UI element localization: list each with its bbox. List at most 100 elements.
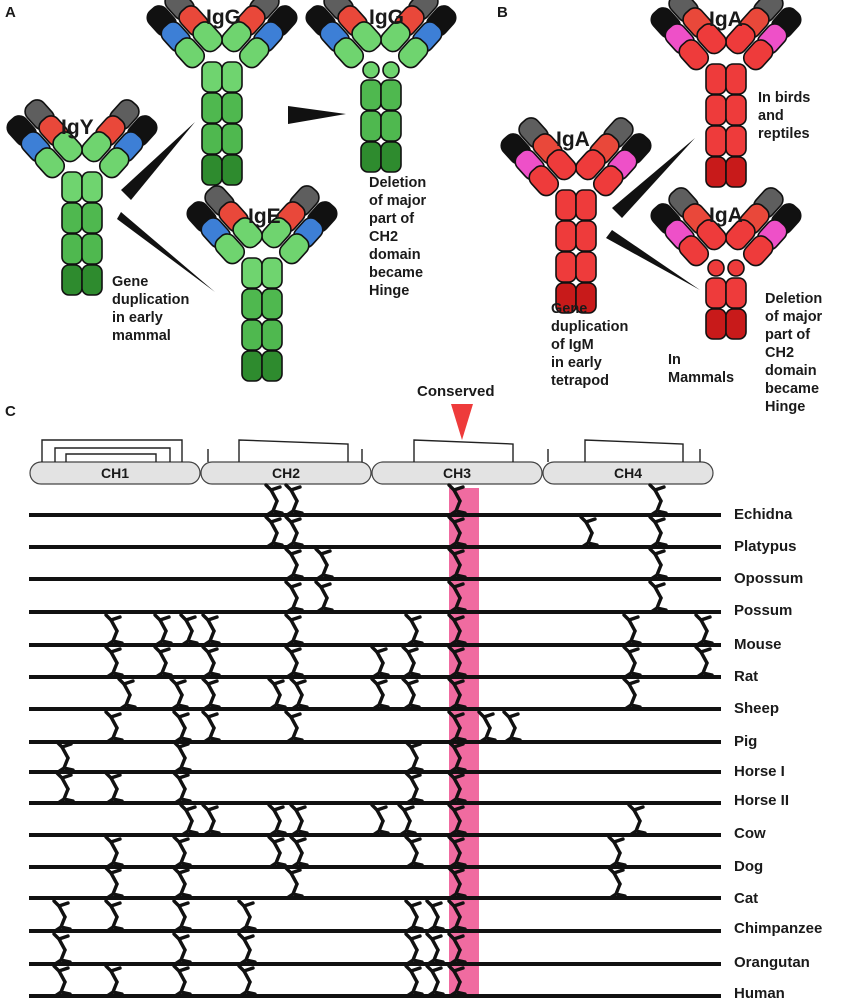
species-label: Platypus — [734, 538, 797, 555]
species-line — [29, 801, 721, 805]
glycan-mark — [314, 547, 334, 581]
glycan-mark — [172, 866, 192, 900]
glycan-mark — [237, 964, 257, 998]
birds-reptiles-note: In birds and reptiles — [758, 90, 811, 142]
glycan-mark — [267, 677, 287, 711]
ige-label: IgE — [248, 205, 281, 228]
glycan-mark — [447, 515, 467, 549]
species-label: Rat — [734, 668, 759, 685]
species-label: Mouse — [734, 636, 782, 653]
glycan-mark — [694, 645, 714, 679]
glycan-mark — [447, 899, 467, 933]
species-label: Horse I — [734, 763, 785, 780]
gene-duplication-note-b: Gene duplication of IgM in early tetrapo… — [551, 301, 629, 389]
glycan-mark — [648, 483, 668, 517]
species-line — [29, 994, 721, 998]
species-label: Echidna — [734, 506, 793, 523]
conserved-arrow — [451, 404, 473, 440]
igg-right-molecule — [305, 0, 457, 173]
glycan-mark — [172, 740, 192, 774]
glycan-mark — [289, 803, 309, 837]
glycan-mark — [447, 771, 467, 805]
glycan-mark — [172, 835, 192, 869]
glycan-mark — [201, 803, 221, 837]
glycan-mark — [447, 677, 467, 711]
glycan-mark — [425, 932, 445, 966]
arrow-wedge-iga-birds — [612, 138, 695, 218]
iga-top-label: IgA — [709, 8, 743, 31]
panel-b-letter: B — [497, 4, 508, 21]
glycan-mark — [284, 613, 304, 647]
species-label: Cow — [734, 825, 766, 842]
glycan-mark — [314, 580, 334, 614]
arrow-wedge-igy-to-igg — [121, 122, 195, 200]
glycan-mark — [622, 645, 642, 679]
glycan-mark — [397, 803, 417, 837]
glycan-mark — [104, 613, 124, 647]
igy-molecule — [6, 99, 158, 296]
glycan-mark — [447, 835, 467, 869]
glycan-mark — [201, 613, 221, 647]
domain-label-ch4: CH4 — [613, 465, 642, 481]
deletion-note-a: Deletion of major part of CH2 domain bec… — [369, 175, 427, 299]
glycan-mark — [172, 899, 192, 933]
glycan-mark — [52, 932, 72, 966]
domain-label-ch3: CH3 — [442, 465, 471, 481]
glycan-mark — [404, 932, 424, 966]
glycan-mark — [447, 580, 467, 614]
glycan-mark — [579, 515, 599, 549]
domain-label-ch2: CH2 — [271, 465, 300, 481]
species-line — [29, 896, 721, 900]
glycan-mark — [104, 771, 124, 805]
igg-right-label: IgG — [369, 6, 404, 29]
glycan-mark — [55, 740, 75, 774]
gene-duplication-note-a: Gene duplication in early mammal — [112, 274, 190, 344]
domain-block-ch1 — [29, 461, 201, 485]
glycan-mark — [237, 899, 257, 933]
glycan-mark — [607, 835, 627, 869]
arrow-wedge-igg-to-igg — [288, 106, 346, 124]
bracket-ch1-middle — [54, 447, 171, 462]
glycan-mark — [52, 964, 72, 998]
glycan-mark — [104, 899, 124, 933]
conserved-label: Conserved — [417, 383, 495, 400]
mammals-note: In Mammals — [668, 352, 735, 386]
iga-right-molecule — [650, 187, 802, 340]
glycan-mark — [201, 710, 221, 744]
glycan-mark — [622, 677, 642, 711]
species-line — [29, 770, 721, 774]
glycan-mark — [284, 710, 304, 744]
glycan-mark — [447, 803, 467, 837]
glycan-mark — [404, 964, 424, 998]
glycan-mark — [447, 547, 467, 581]
domain-block-ch4 — [542, 461, 714, 485]
species-label: Chimpanzee — [734, 920, 823, 937]
glycan-mark — [648, 515, 668, 549]
glycan-mark — [648, 547, 668, 581]
glycan-mark — [607, 866, 627, 900]
glycan-mark — [104, 866, 124, 900]
species-line — [29, 643, 721, 647]
glycan-mark — [153, 645, 173, 679]
species-label: Possum — [734, 602, 793, 619]
glycan-mark — [153, 613, 173, 647]
domain-label-ch1: CH1 — [100, 465, 129, 481]
species-line — [29, 610, 721, 614]
glycan-mark — [447, 964, 467, 998]
glycan-mark — [237, 932, 257, 966]
glycan-mark — [447, 932, 467, 966]
glycan-mark — [179, 803, 199, 837]
bracket-ch3 — [413, 439, 514, 462]
glycan-mark — [447, 710, 467, 744]
arrow-wedge-igy-to-ige — [117, 212, 215, 292]
iga-left-label: IgA — [556, 128, 590, 151]
igg-top-molecule — [146, 0, 298, 186]
species-label: Opossum — [734, 570, 804, 587]
species-label: Human — [734, 985, 785, 1002]
glycan-mark — [104, 645, 124, 679]
glycan-mark — [627, 803, 647, 837]
bracket-ch2 — [238, 439, 349, 462]
species-label: Horse II — [734, 792, 790, 809]
glycan-mark — [55, 771, 75, 805]
